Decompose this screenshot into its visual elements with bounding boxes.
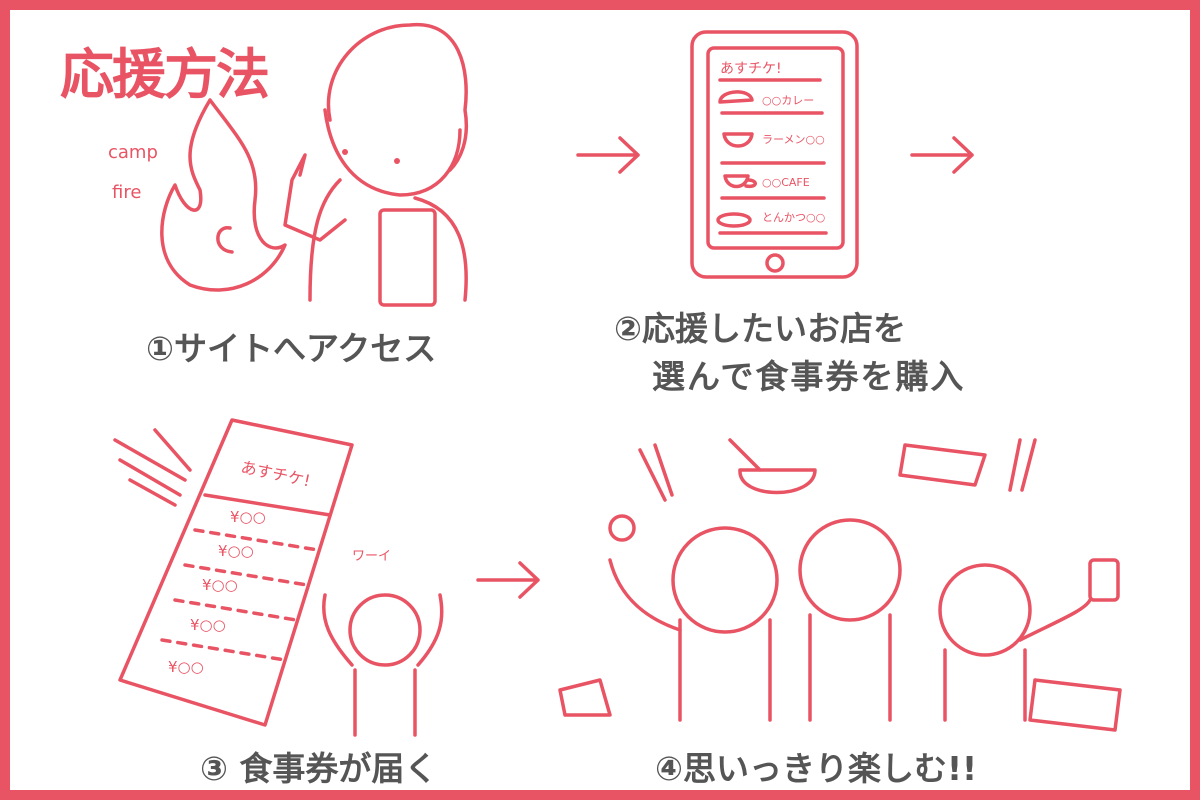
person-with-phone-illustration — [283, 23, 469, 307]
step3-caption: ③ 食事券が届く — [200, 749, 438, 788]
ticket-price: ¥○○ — [168, 658, 204, 676]
arrow-right-icon — [576, 136, 640, 174]
step4-caption: ④思いっきり楽しむ!! — [655, 749, 978, 788]
step1-caption: ①サイトへアクセス — [146, 329, 437, 368]
ticket-price: ¥○○ — [230, 508, 266, 526]
campfire-logo-text-fire: fire — [112, 182, 142, 203]
three-friends-illustration — [558, 438, 1122, 732]
campfire-flame-icon — [160, 98, 287, 292]
step2-caption-line2: 選んで食事券を購入 — [652, 357, 966, 396]
exclaim-text: ワーイ — [352, 549, 391, 564]
page-title: 応援方法 — [60, 43, 270, 106]
step2-caption-line1: ②応援したいお店を — [614, 309, 906, 348]
menu-item: ○○カレー — [762, 94, 814, 107]
menu-item: ラーメン○○ — [762, 133, 825, 146]
app-title: あすチケ! — [720, 61, 782, 77]
tablet-illustration: あすチケ! ○○カレー ラーメン○○ ○○CAFE とんかつ○○ — [690, 30, 859, 279]
ticket-sheet-illustration: あすチケ! ¥○○ ¥○○ ¥○○ ¥○○ ¥○○ — [113, 418, 354, 727]
ticket-price: ¥○○ — [218, 542, 254, 560]
arrow-right-icon — [910, 136, 974, 174]
menu-item: ○○CAFE — [762, 176, 810, 189]
ticket-title: あすチケ! — [239, 457, 312, 490]
cheering-child-illustration: ワーイ — [322, 549, 444, 737]
arrow-right-icon — [476, 561, 540, 599]
campfire-logo-text-camp: camp — [108, 142, 158, 163]
ticket-price: ¥○○ — [202, 576, 238, 594]
menu-item: とんかつ○○ — [762, 211, 825, 224]
ticket-price: ¥○○ — [190, 616, 226, 634]
